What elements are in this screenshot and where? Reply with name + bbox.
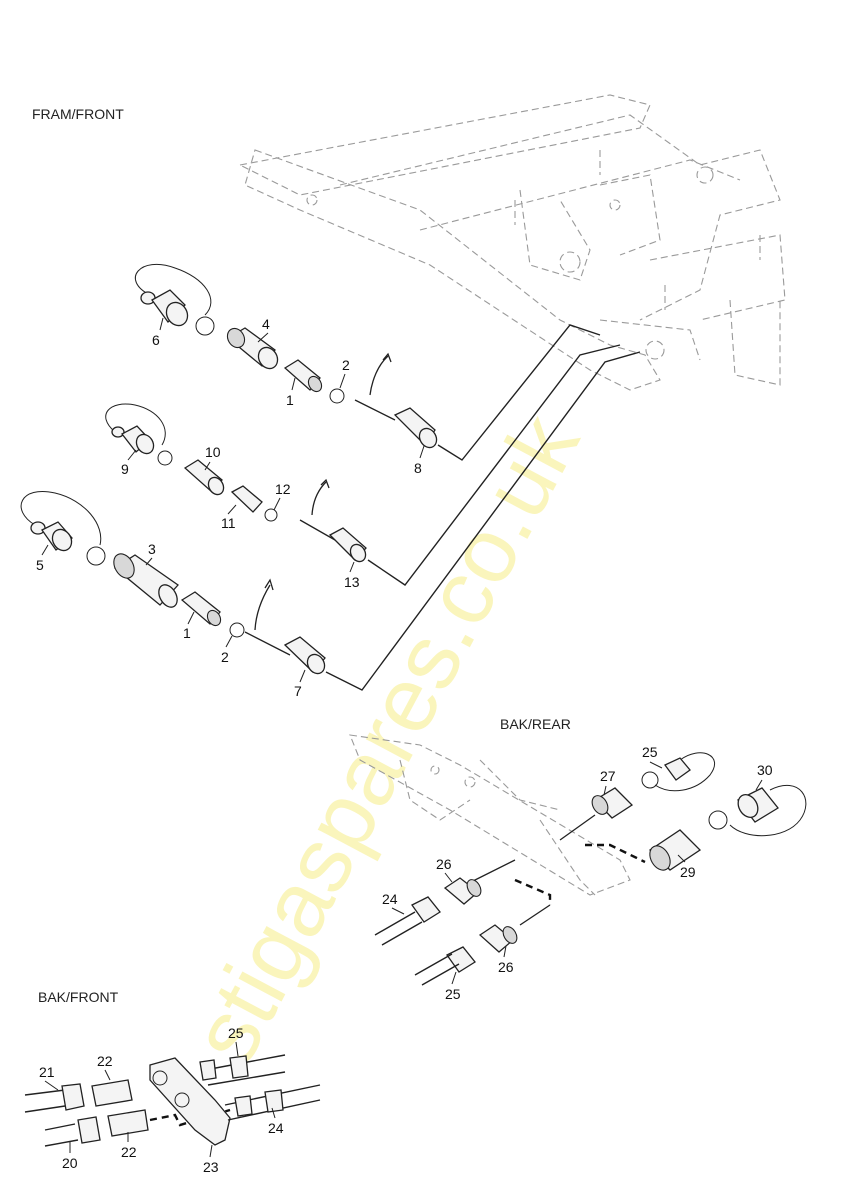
callout-21: 21	[39, 1064, 55, 1080]
hose-row-2	[367, 344, 621, 586]
o-ring-6	[195, 316, 215, 336]
adapter-22-upper	[91, 1079, 133, 1107]
nut-24	[411, 896, 441, 923]
rear-frame-outline	[349, 734, 631, 896]
hose-20	[44, 1123, 79, 1147]
callout-25-rear-top: 25	[642, 744, 658, 760]
assembly-row-1	[134, 263, 601, 461]
nut-25-front-a	[199, 1059, 217, 1081]
callout-9: 9	[121, 461, 129, 477]
hose-24	[374, 911, 423, 946]
adapter-11	[230, 485, 263, 513]
callout-2-bottom: 2	[221, 649, 229, 665]
front-frame-outline	[238, 94, 786, 391]
leader-lines	[41, 317, 763, 1158]
callout-22-upper: 22	[97, 1053, 113, 1069]
hidden-line-upper	[585, 843, 646, 864]
callout-23: 23	[203, 1159, 219, 1175]
callout-26-upper: 26	[436, 856, 452, 872]
callout-1-top: 1	[286, 392, 294, 408]
section-label-rear-front: BAK/FRONT	[38, 989, 119, 1005]
watermark: stigaspares.co.uk	[173, 399, 600, 1080]
assembly-row-2	[105, 344, 621, 586]
nut-20	[77, 1116, 101, 1144]
o-ring-9	[157, 450, 173, 466]
o-ring-30	[708, 810, 728, 830]
o-ring-25	[641, 771, 659, 789]
dust-cap-strap-5	[20, 491, 102, 546]
callout-29: 29	[680, 864, 696, 880]
front-bracket-assembly	[24, 1054, 321, 1147]
section-label-frame-front: FRAM/FRONT	[32, 106, 124, 122]
hose-25	[414, 953, 460, 986]
callout-12: 12	[275, 481, 291, 497]
rear-assembly	[374, 752, 807, 986]
nut-24-front-b	[264, 1089, 284, 1113]
hose-row-3	[325, 351, 641, 691]
section-label-rear: BAK/REAR	[500, 716, 571, 732]
callout-22-lower: 22	[121, 1144, 137, 1160]
dust-cap-strap-6	[134, 263, 212, 316]
callout-24-front: 24	[268, 1120, 284, 1136]
callout-13: 13	[344, 574, 360, 590]
dust-cap-strap-9	[105, 403, 166, 446]
callout-2-top: 2	[342, 357, 350, 373]
callout-10: 10	[205, 444, 221, 460]
o-ring-5	[86, 546, 106, 566]
dust-cap-strap-30	[729, 784, 807, 837]
callout-4: 4	[262, 316, 270, 332]
washer-2-top	[329, 388, 345, 404]
callout-26-lower: 26	[498, 959, 514, 975]
callout-25-front: 25	[228, 1025, 244, 1041]
callout-5: 5	[36, 557, 44, 573]
washer-2-bottom	[229, 622, 245, 638]
adapter-22-lower	[107, 1109, 149, 1137]
callout-8: 8	[414, 460, 422, 476]
callout-7: 7	[294, 683, 302, 699]
dust-cap-25	[664, 757, 691, 781]
hose-21	[24, 1089, 66, 1113]
hose-row-1	[437, 324, 601, 461]
callout-1-bottom: 1	[183, 625, 191, 641]
hidden-line-lower	[514, 878, 552, 905]
dust-cap-strap-25	[654, 752, 716, 792]
callout-30: 30	[757, 762, 773, 778]
nut-24-front-a	[234, 1095, 253, 1117]
callout-6: 6	[152, 332, 160, 348]
washer-12	[264, 508, 278, 522]
nut-21	[61, 1083, 85, 1111]
nut-25-front-b	[229, 1055, 249, 1079]
bracket-23	[149, 1057, 231, 1146]
callout-20: 20	[62, 1155, 78, 1171]
callout-27: 27	[600, 768, 616, 784]
callout-24-rear: 24	[382, 891, 398, 907]
callout-11: 11	[221, 515, 236, 531]
callout-3: 3	[148, 541, 156, 557]
assembly-row-3	[20, 351, 641, 691]
callout-25-rear-bottom: 25	[445, 986, 461, 1002]
